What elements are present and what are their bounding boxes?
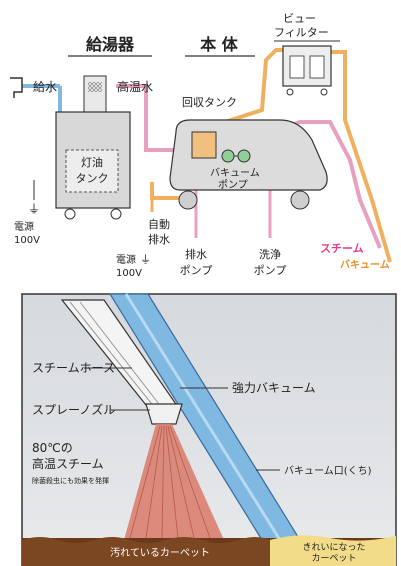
vacuum-pipe: [213, 48, 283, 132]
label-hot-water: 高温水: [117, 79, 153, 94]
label-temp: 80℃の: [32, 441, 73, 455]
filter-window: [289, 55, 305, 79]
vacuum-flow-highlight: [124, 293, 282, 541]
label-tank: タンク: [76, 172, 109, 185]
hot-water-pipe: [116, 84, 195, 152]
label-power: 電源: [14, 220, 34, 233]
clean-carpet: [270, 535, 396, 566]
label-sterilize: 除菌殺虫にも効果を発揮: [32, 476, 109, 485]
label-100v: 100V: [116, 268, 142, 279]
label-100v: 100V: [14, 235, 40, 246]
label-steam-hose: スチームホース: [32, 361, 115, 375]
faucet-icon: [10, 77, 23, 98]
label-pump: ポンプ: [218, 179, 248, 191]
steam-hose-line: [69, 301, 156, 409]
heater-vent: [88, 82, 102, 92]
steam-hose-line: [79, 301, 163, 409]
label-strong-vacuum: 強力バキューム: [232, 381, 316, 395]
label-vacuum: バキューム: [210, 167, 260, 179]
label-hot-steam: 高温スチーム: [32, 456, 104, 471]
label-spray-nozzle: スプレーノズル: [32, 402, 115, 417]
label-drain-pump: 排水: [185, 247, 207, 261]
label-water-supply: 給水: [33, 80, 57, 94]
plug-icon: ⏚: [28, 202, 40, 216]
label-vacuum-orange: バキューム: [340, 259, 390, 271]
drain-pipe: [150, 182, 186, 200]
label-clean-carpet: きれいになった: [302, 542, 365, 553]
caster-wheel: [64, 208, 76, 220]
pump-circle: [221, 149, 235, 163]
label-wash-pump: 洗浄: [259, 247, 281, 261]
vacuum-pipe: [330, 50, 392, 263]
caster-wheel: [110, 208, 122, 220]
label-dirty-carpet: 汚れているカーペット: [110, 546, 210, 559]
steam-spray: [124, 424, 224, 540]
heading-main-unit: 本 体: [200, 35, 239, 54]
unit-wheel: [178, 190, 198, 210]
carpet-pile: [22, 537, 270, 566]
kerosene-tank: [65, 149, 119, 193]
label-clean-carpet: カーペット: [311, 553, 356, 564]
label-kerosene: 灯油: [81, 155, 103, 169]
label-steam: スチーム: [320, 242, 364, 255]
label-drain: 排水: [148, 232, 170, 246]
heater-chimney: [83, 75, 107, 115]
heading-water-heater: 給湯器: [86, 35, 135, 54]
label-auto: 自動: [148, 217, 170, 231]
label-view: ビュー: [283, 12, 316, 25]
steam-lines: [129, 425, 211, 539]
unit-wheel: [290, 190, 310, 210]
label-vacuum-mouth: バキューム口(くち): [284, 465, 372, 477]
label-recovery-tank: 回収タンク: [182, 96, 237, 109]
label-wash-pump: ポンプ: [254, 264, 287, 277]
spray-nozzle: [145, 403, 183, 425]
plug-icon: ⏚: [140, 253, 151, 266]
label-filter: フィルター: [274, 26, 329, 39]
filter-window: [309, 55, 325, 79]
label-power: 電源: [116, 253, 136, 266]
filter-wheel: [320, 88, 328, 96]
recovery-tank: [191, 131, 217, 159]
pump-circle: [237, 149, 251, 163]
filter-wheel: [286, 88, 294, 96]
label-drain-pump: ポンプ: [180, 264, 213, 277]
